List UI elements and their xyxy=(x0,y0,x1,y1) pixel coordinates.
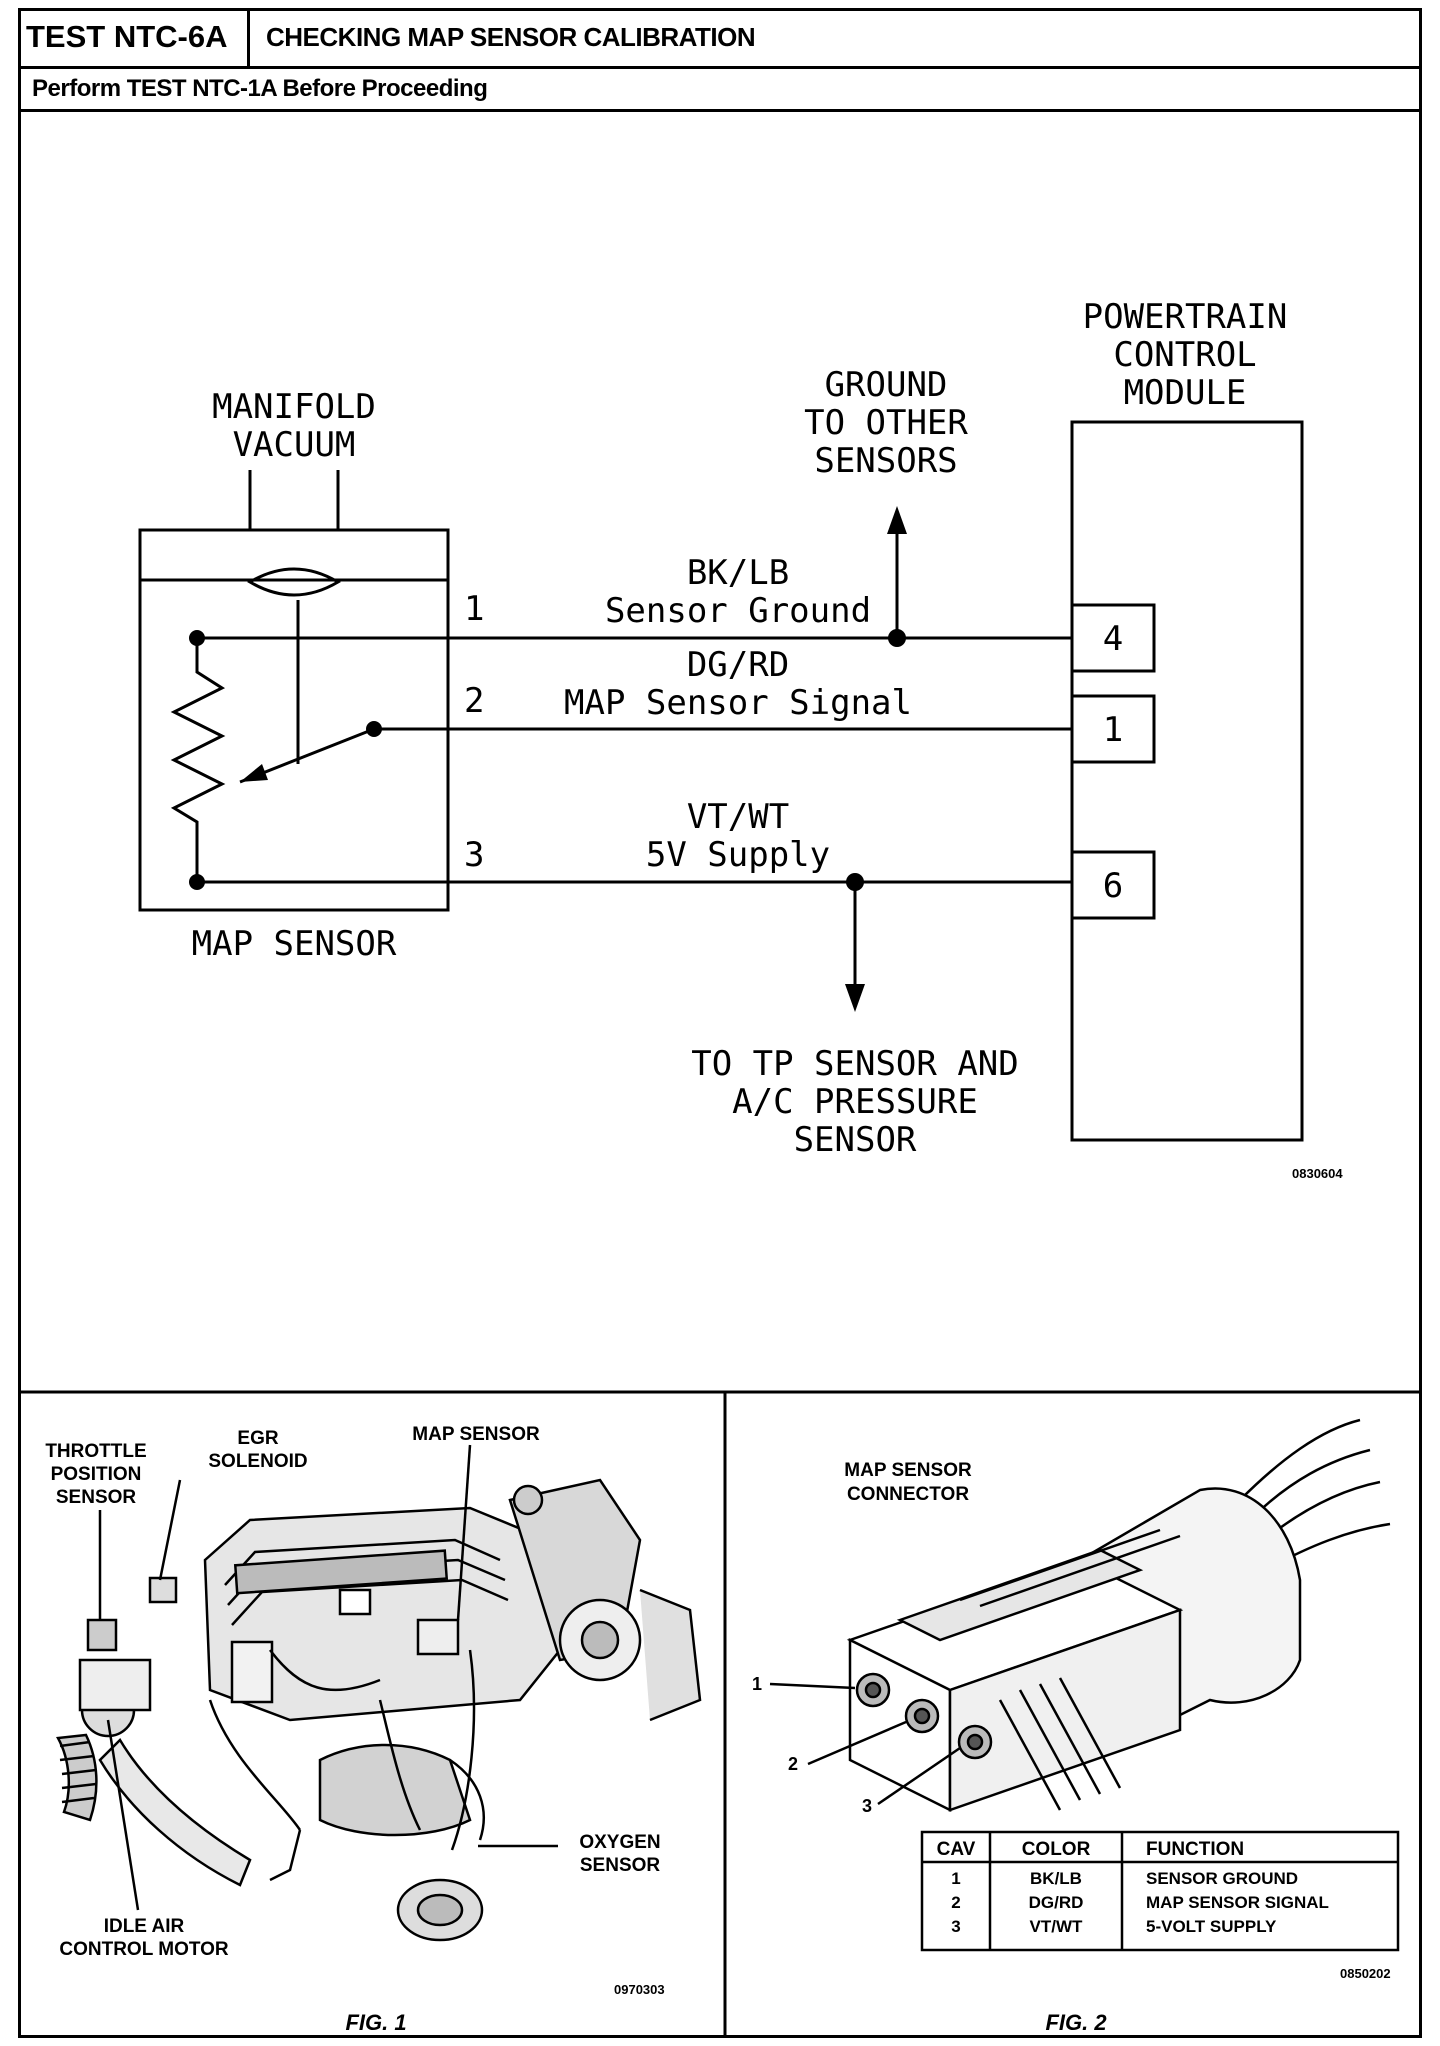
pcm-label-2: CONTROL xyxy=(1113,335,1256,375)
circuit-2-name: MAP Sensor Signal xyxy=(564,683,912,723)
fig1-throttle-label-2: POSITION xyxy=(51,1464,142,1485)
circuit-2-color: DG/RD xyxy=(687,645,789,685)
table-header-color: COLOR xyxy=(1022,1839,1091,1860)
cavity-3-label: 3 xyxy=(862,1796,872,1816)
resistor xyxy=(170,638,226,882)
manifold-label-2: VACUUM xyxy=(233,425,356,465)
pcm-pin-4-label: 4 xyxy=(1103,619,1123,659)
pcm-label-1: POWERTRAIN xyxy=(1083,297,1288,337)
pcm-box xyxy=(1070,420,1304,1142)
fig1-egr-label-2: SOLENOID xyxy=(208,1451,307,1472)
sensor-pin-2: 2 xyxy=(464,681,484,721)
fig1-egr-label-1: EGR xyxy=(237,1428,278,1449)
test-title: CHECKING MAP SENSOR CALIBRATION xyxy=(266,22,756,52)
fig1-iac-label-2: CONTROL MOTOR xyxy=(59,1939,229,1960)
table-row-1-function: SENSOR GROUND xyxy=(1146,1869,1298,1888)
ground-label-2: TO OTHER xyxy=(804,403,968,443)
fig2-connector-label-2: CONNECTOR xyxy=(847,1484,969,1505)
table-row-2-cav: 2 xyxy=(951,1893,960,1912)
table-row-3-cav: 3 xyxy=(951,1917,960,1936)
fig1-iac-label-1: IDLE AIR xyxy=(104,1916,185,1937)
fig2-connector-label-1: MAP SENSOR xyxy=(844,1460,972,1481)
tp-arrow xyxy=(845,984,865,1012)
fig2-caption: FIG. 2 xyxy=(1045,2010,1107,2035)
fig1-map-label: MAP SENSOR xyxy=(412,1424,540,1445)
pcm-label-3: MODULE xyxy=(1124,373,1247,413)
pcm-pin-6-label: 6 xyxy=(1103,866,1123,906)
fig1-throttle-label-1: THROTTLE xyxy=(45,1441,146,1462)
circuit-3-color: VT/WT xyxy=(687,797,789,837)
ground-label-3: SENSORS xyxy=(814,441,957,481)
circuit-3-name: 5V Supply xyxy=(646,835,830,875)
cavity-1-label: 1 xyxy=(752,1674,762,1694)
fig1-figure-code: 0970303 xyxy=(614,1982,665,1997)
sensor-pin-3: 3 xyxy=(464,835,484,875)
ground-label-1: GROUND xyxy=(825,365,948,405)
circuit-1-color: BK/LB xyxy=(687,553,789,593)
cavity-2-label: 2 xyxy=(788,1754,798,1774)
table-row-1-cav: 1 xyxy=(951,1869,960,1888)
tp-label-1: TO TP SENSOR AND xyxy=(691,1044,1019,1084)
header-row: TEST NTC-6A CHECKING MAP SENSOR CALIBRAT… xyxy=(18,8,1422,69)
test-id: TEST NTC-6A xyxy=(18,8,250,66)
fig1-caption: FIG. 1 xyxy=(345,2010,406,2035)
table-row-3-function: 5-VOLT SUPPLY xyxy=(1146,1917,1277,1936)
table-row-2-function: MAP SENSOR SIGNAL xyxy=(1146,1893,1329,1912)
prerequisite-text: Perform TEST NTC-1A Before Proceeding xyxy=(32,75,488,102)
pcm-pin-6 xyxy=(1070,850,1156,920)
diaphragm xyxy=(247,567,341,597)
map-sensor-label: MAP SENSOR xyxy=(192,924,397,964)
wiper-arrow xyxy=(240,764,268,782)
circuit-1-name: Sensor Ground xyxy=(605,591,871,631)
connector-illustration xyxy=(846,1418,1391,1813)
fig1-oxygen-label-1: OXYGEN xyxy=(579,1832,660,1853)
tp-label-3: SENSOR xyxy=(794,1120,917,1160)
fig2-figure-code: 0850202 xyxy=(1340,1966,1391,1981)
tp-label-2: A/C PRESSURE xyxy=(732,1082,978,1122)
prerequisite-row: Perform TEST NTC-1A Before Proceeding xyxy=(18,69,1422,112)
manifold-label-1: MANIFOLD xyxy=(212,387,376,427)
table-row-1-color: BK/LB xyxy=(1030,1869,1082,1888)
table-header-function: FUNCTION xyxy=(1146,1839,1244,1860)
fig1-oxygen-label-2: SENSOR xyxy=(580,1855,661,1876)
page-frame xyxy=(18,8,1422,2038)
pcm-pin-1 xyxy=(1070,694,1156,764)
ground-arrow xyxy=(887,506,907,534)
sensor-pin-1: 1 xyxy=(464,589,484,629)
diagram-figure-code: 0830604 xyxy=(1292,1166,1343,1181)
table-row-3-color: VT/WT xyxy=(1030,1917,1083,1936)
cavity-table xyxy=(920,1830,1400,1952)
engine-illustration xyxy=(56,1478,702,1942)
fig1-throttle-label-3: SENSOR xyxy=(56,1487,137,1508)
table-header-cav: CAV xyxy=(937,1839,976,1860)
pcm-pin-1-label: 1 xyxy=(1103,710,1123,750)
table-row-2-color: DG/RD xyxy=(1029,1893,1084,1912)
map-sensor-box xyxy=(138,528,450,912)
pcm-pin-4 xyxy=(1070,603,1156,673)
